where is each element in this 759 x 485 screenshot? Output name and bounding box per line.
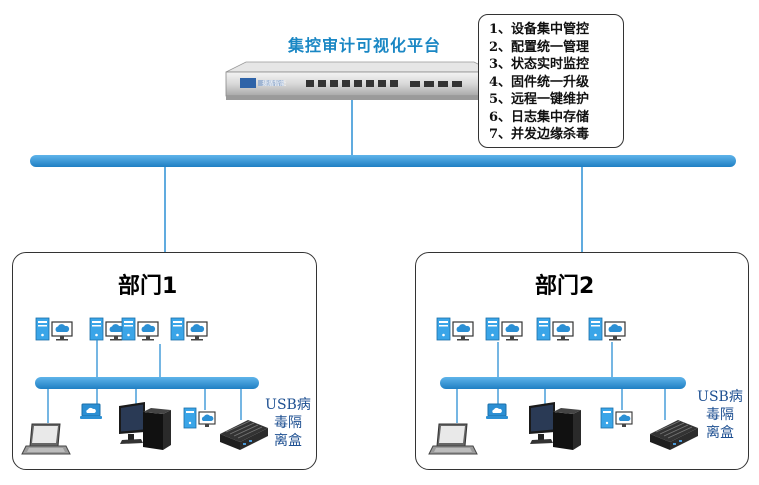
- dept2-top-devices: [436, 317, 626, 342]
- usb-label-line: 离盒: [706, 425, 734, 441]
- feature-item: 5、远程一键维护: [489, 92, 590, 107]
- feature-item: 4、固件统一升级: [489, 74, 590, 90]
- dept1-lines: [47, 340, 242, 423]
- platform-rack-device: [225, 61, 495, 100]
- usb-label-line: 毒隔: [274, 415, 302, 431]
- platform-title: 集控审计可视化平台: [288, 36, 442, 55]
- dept1-bus: [35, 377, 259, 389]
- feature-item: 6、日志集中存储: [489, 109, 590, 125]
- department-1-title: 部门1: [118, 274, 178, 299]
- dept1-bottom-devices: [21, 402, 269, 455]
- dept2-bus: [440, 377, 686, 389]
- department-2-title: 部门2: [535, 274, 595, 299]
- dept1-top-devices: [35, 317, 208, 342]
- usb-label-line: 离盒: [274, 433, 302, 449]
- usb-isolation-box-label-1: USB病 毒隔 离盒: [265, 396, 311, 450]
- feature-list-box: 1、设备集中管控 2、配置统一管理 3、状态实时监控 4、固件统一升级 5、远程…: [478, 14, 624, 148]
- usb-label-line: 毒隔: [706, 407, 734, 423]
- feature-item: 3、状态实时监控: [489, 57, 590, 72]
- usb-label-line: USB病: [265, 397, 311, 413]
- usb-isolation-box-label-2: USB病 毒隔 离盒: [697, 388, 743, 442]
- feature-item: 7、并发边缘杀毒: [489, 127, 590, 142]
- platform-device-brand: 捷盾智能: [262, 80, 286, 88]
- usb-label-line: USB病: [697, 389, 743, 405]
- backbone-bus: [30, 155, 736, 167]
- feature-item: 1、设备集中管控: [489, 22, 590, 37]
- dept2-bottom-devices: [428, 402, 699, 455]
- feature-item: 2、配置统一管理: [489, 39, 590, 55]
- dept2-lines: [456, 342, 666, 423]
